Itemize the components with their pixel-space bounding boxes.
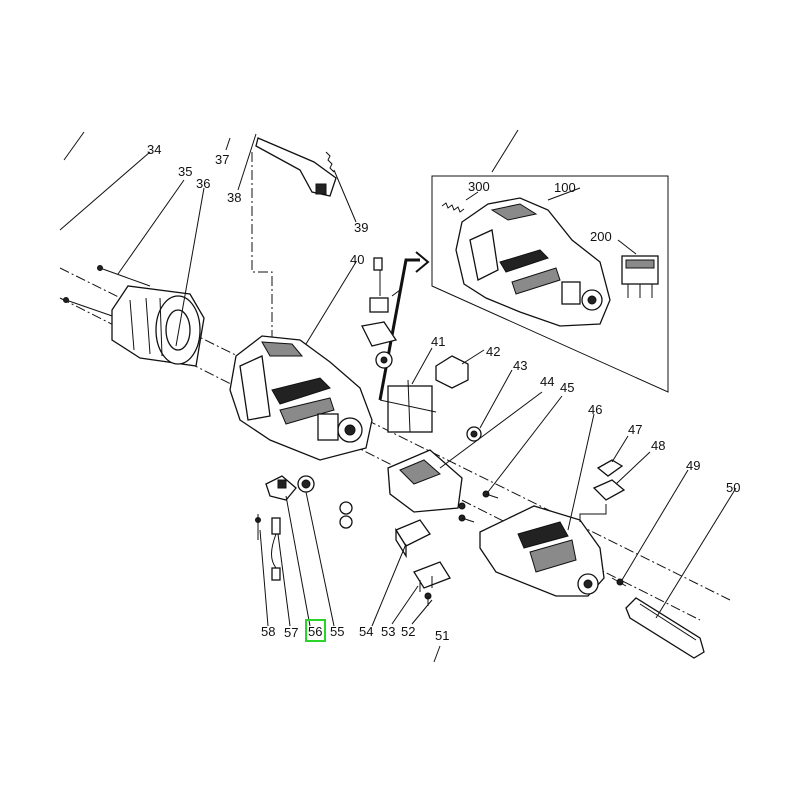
label-41: 41 [431, 334, 445, 349]
label-47: 47 [628, 422, 642, 437]
label-46: 46 [588, 402, 602, 417]
lock-button-part-47 [596, 435, 629, 477]
coil-part-55 [297, 475, 335, 627]
label-52: 52 [401, 624, 415, 639]
label-44: 44 [540, 374, 554, 389]
rear-housing-part-44 [339, 391, 543, 529]
label-100: 100 [554, 180, 576, 195]
label-42: 42 [486, 344, 500, 359]
label-53: 53 [381, 624, 395, 639]
inset-assembly-box: 300 100 200 [431, 129, 669, 393]
screw-part-52 [411, 592, 433, 625]
stator-part-36 [111, 187, 205, 367]
screw-part-49 [611, 469, 689, 587]
assembly-axis [59, 267, 731, 601]
label-200: 200 [590, 229, 612, 244]
leader-part-51 [433, 645, 441, 663]
label-38: 38 [227, 190, 241, 205]
label-49: 49 [686, 458, 700, 473]
label-34: 34 [147, 142, 161, 157]
brush-spring-parts [225, 133, 357, 223]
screws-part-35 [63, 179, 185, 319]
screw-part-58 [255, 514, 269, 627]
plate-part-48 [579, 451, 651, 522]
label-48: 48 [651, 438, 665, 453]
label-58: 58 [261, 624, 275, 639]
highlight-box-56 [305, 619, 326, 642]
label-40: 40 [350, 252, 364, 267]
label-56: 56 [308, 624, 322, 639]
label-55: 55 [330, 624, 344, 639]
brush-part-57 [271, 517, 291, 627]
screws-part-45 [458, 395, 563, 523]
switch-part-41 [379, 347, 437, 433]
housing-part-100 [455, 187, 611, 327]
part-labels: 34 35 36 37 38 39 40 41 42 43 44 45 46 4… [147, 142, 740, 643]
label-37: 37 [215, 152, 229, 167]
brush-axis [251, 152, 273, 340]
switch-cap-part-42 [435, 349, 485, 389]
label-35: 35 [178, 164, 192, 179]
label-39: 39 [354, 220, 368, 235]
label-54: 54 [359, 624, 373, 639]
spindle-part-50 [625, 487, 737, 659]
label-45: 45 [560, 380, 574, 395]
leader-top-left [63, 131, 85, 161]
bracket-part-53 [391, 561, 451, 625]
nut-part-43 [466, 369, 513, 442]
motor-housing-part-40 [229, 261, 373, 461]
label-50: 50 [726, 480, 740, 495]
label-43: 43 [513, 358, 527, 373]
label-300: 300 [468, 179, 490, 194]
brush-holder-part-56 [265, 475, 311, 627]
leader-34 [59, 151, 151, 231]
label-51: 51 [435, 628, 449, 643]
spring-part-300 [441, 191, 479, 213]
switch-part-200 [617, 239, 659, 298]
block-part-54 [371, 519, 431, 627]
nose-housing-part-46 [479, 413, 605, 597]
label-36: 36 [196, 176, 210, 191]
label-57: 57 [284, 625, 298, 640]
brush-holder-cluster [361, 257, 401, 369]
